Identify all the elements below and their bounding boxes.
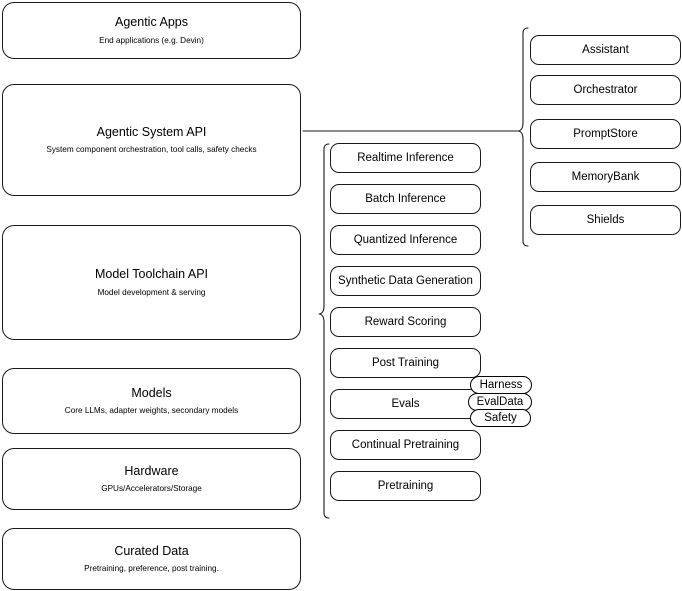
component-memorybank[interactable]: MemoryBank — [530, 162, 681, 192]
component-reward-scoring[interactable]: Reward Scoring — [330, 307, 481, 337]
layer-title: Curated Data — [114, 543, 189, 558]
component-label: Reward Scoring — [364, 315, 447, 328]
component-label: Evals — [391, 397, 420, 410]
component-pretraining[interactable]: Pretraining — [330, 471, 481, 501]
brace-toolchain-components — [318, 143, 330, 519]
layer-hardware[interactable]: Hardware GPUs/Accelerators/Storage — [2, 448, 301, 510]
component-label: Shields — [586, 213, 625, 226]
component-label: Batch Inference — [365, 192, 446, 205]
layer-title: Hardware — [124, 463, 179, 478]
component-quantized-inference[interactable]: Quantized Inference — [330, 225, 481, 255]
badge-safety[interactable]: Safety — [470, 409, 531, 427]
layer-subtitle: End applications (e.g. Devin) — [99, 35, 204, 45]
component-label: Realtime Inference — [357, 151, 454, 164]
layer-subtitle: Model development & serving — [97, 287, 206, 297]
brace-system-components — [517, 27, 529, 247]
badge-label: Harness — [479, 379, 523, 391]
component-label: Quantized Inference — [353, 233, 458, 246]
component-realtime-inference[interactable]: Realtime Inference — [330, 143, 481, 173]
layer-subtitle: GPUs/Accelerators/Storage — [101, 484, 202, 494]
component-label: Orchestrator — [573, 83, 638, 96]
layer-model-toolchain-api[interactable]: Model Toolchain API Model development & … — [2, 225, 301, 340]
layer-agentic-apps[interactable]: Agentic Apps End applications (e.g. Devi… — [2, 2, 301, 59]
component-label: Assistant — [582, 43, 629, 56]
layer-subtitle: Core LLMs, adapter weights, secondary mo… — [64, 406, 239, 416]
component-orchestrator[interactable]: Orchestrator — [530, 75, 681, 105]
component-label: Continual Pretraining — [351, 438, 460, 451]
component-label: Post Training — [371, 356, 440, 369]
component-evals[interactable]: Evals — [330, 389, 481, 419]
component-label: MemoryBank — [571, 170, 640, 183]
layer-title: Agentic System API — [96, 124, 207, 139]
badge-label: Safety — [484, 412, 517, 424]
component-label: Synthetic Data Generation — [338, 274, 473, 287]
badge-harness[interactable]: Harness — [470, 376, 532, 394]
component-label: PromptStore — [573, 127, 638, 140]
component-label: Pretraining — [377, 479, 434, 492]
layer-subtitle: Pretraining, preference, post training. — [84, 564, 219, 574]
component-post-training[interactable]: Post Training — [330, 348, 481, 378]
layer-models[interactable]: Models Core LLMs, adapter weights, secon… — [2, 368, 301, 434]
layer-curated-data[interactable]: Curated Data Pretraining, preference, po… — [2, 528, 301, 590]
layer-agentic-system-api[interactable]: Agentic System API System component orch… — [2, 84, 301, 196]
component-synthetic-data-generation[interactable]: Synthetic Data Generation — [330, 266, 481, 296]
layer-title: Models — [131, 385, 172, 400]
component-batch-inference[interactable]: Batch Inference — [330, 184, 481, 214]
badge-label: EvalData — [476, 396, 524, 408]
layer-title: Agentic Apps — [115, 15, 188, 30]
layer-subtitle: System component orchestration, tool cal… — [46, 145, 257, 155]
layer-title: Model Toolchain API — [94, 267, 209, 282]
component-assistant[interactable]: Assistant — [530, 35, 681, 65]
component-shields[interactable]: Shields — [530, 205, 681, 235]
component-continual-pretraining[interactable]: Continual Pretraining — [330, 430, 481, 460]
component-promptstore[interactable]: PromptStore — [530, 119, 681, 149]
